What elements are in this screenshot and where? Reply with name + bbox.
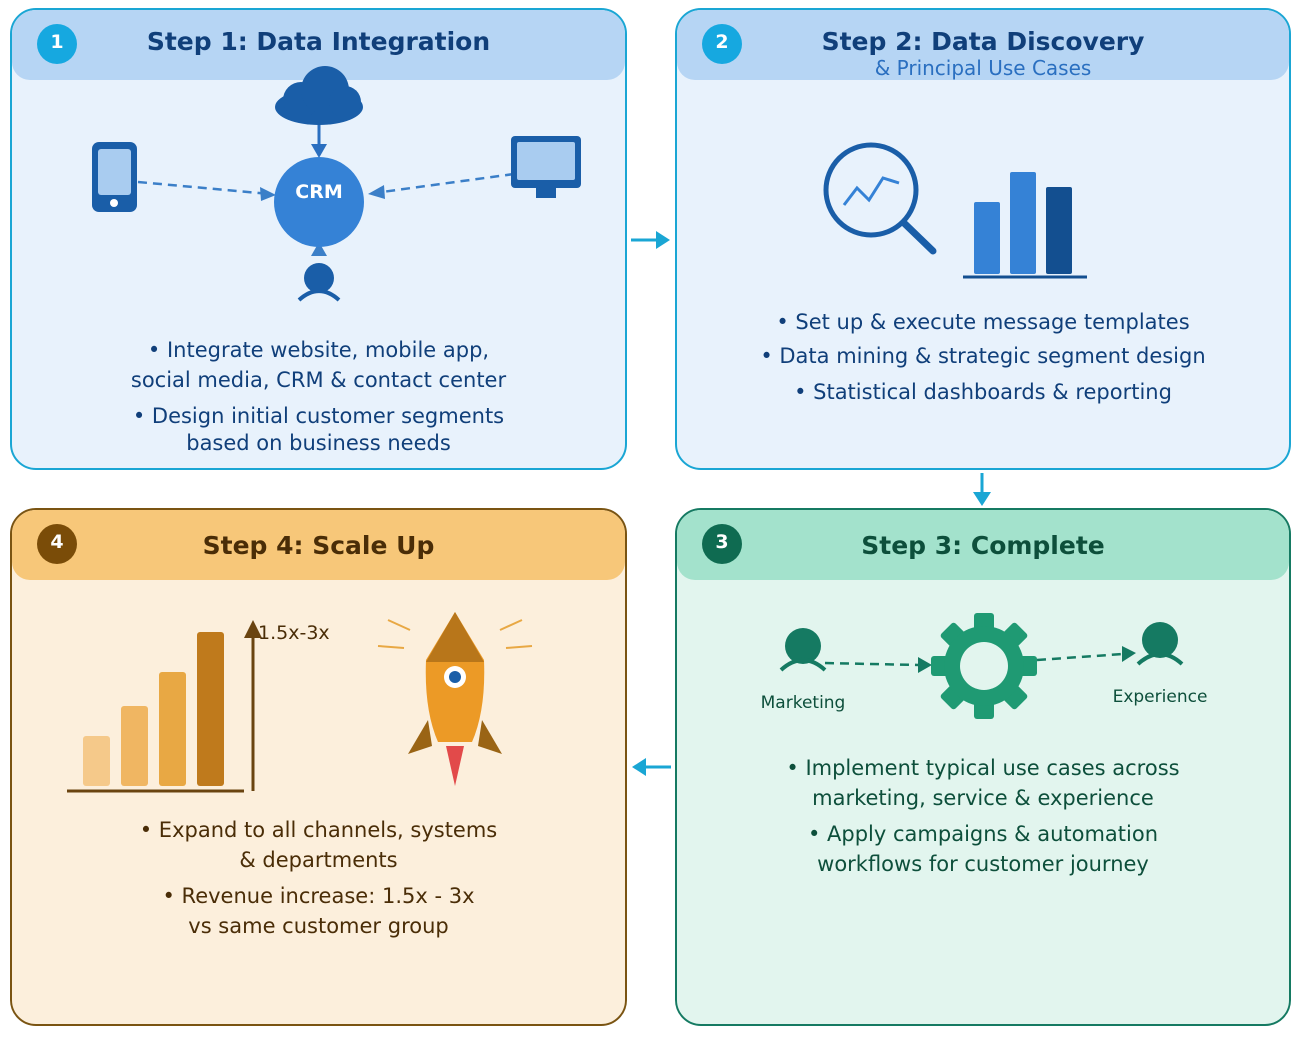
step-2-illustration (823, 142, 1087, 279)
step-2-bullet-2: • Data mining & strategic segment design (760, 344, 1206, 368)
growth-bar-chart-icon (67, 620, 262, 793)
step-3-bullet-1-line-2: marketing, service & experience (812, 786, 1154, 810)
step-4-bullet-1-line-1: • Expand to all channels, systems (139, 818, 498, 842)
bar-chart-icon (963, 172, 1087, 279)
gear-icon (931, 613, 1037, 719)
person-icon (779, 628, 827, 672)
step-1-description: • Integrate website, mobile app, social … (12, 335, 625, 458)
step-2-badge: 2 (702, 24, 742, 64)
experience-label: Experience (1112, 687, 1208, 707)
step-4-description: • Expand to all channels, systems & depa… (12, 815, 625, 941)
step-4-badge: 4 (37, 524, 77, 564)
step-3-title: Step 3: Complete (861, 531, 1105, 560)
step-1-bullet-1-line-2: social media, CRM & contact center (130, 368, 507, 392)
person-icon (297, 263, 341, 302)
step-4-bullet-2-line-2: vs same customer group (188, 914, 449, 938)
magnifier-chart-icon (823, 142, 937, 255)
marketing-label: Marketing (760, 693, 846, 713)
step-1-badge: 1 (37, 24, 77, 64)
flow-arrow-step-2-to-3 (973, 473, 991, 506)
mobile-phone-icon (92, 142, 137, 212)
step-2-bullet-1: • Set up & execute message templates (776, 310, 1190, 334)
crm-hub-label: CRM (295, 181, 343, 203)
step-4-illustration (67, 612, 533, 793)
step-2-bullet-3: • Statistical dashboards & reporting (794, 380, 1172, 404)
step-2-description: • Set up & execute message templates • D… (677, 307, 1289, 407)
step-2-subtitle: & Principal Use Cases (874, 56, 1092, 80)
step-2-title: Step 2: Data Discovery (821, 27, 1145, 56)
step-3-illustration (779, 613, 1184, 719)
step-3-panel: 3 Step 3: Complete Marketing Experience … (675, 508, 1291, 1026)
step-1-illustration (92, 66, 581, 302)
growth-multiplier-label: 1.5x-3x (258, 622, 330, 644)
step-4-bullet-1-line-2: & departments (239, 848, 398, 872)
step-4-title: Step 4: Scale Up (202, 531, 435, 560)
cloud-icon (275, 66, 363, 125)
step-4-panel: 4 Step 4: Scale Up 1.5x-3x • Exp (10, 508, 627, 1026)
step-1-bullet-2-line-2: based on business needs (186, 431, 451, 455)
rocket-icon (377, 612, 533, 786)
step-1-bullet-1-line-1: • Integrate website, mobile app, (147, 338, 490, 362)
step-4-header: 4 Step 4: Scale Up (12, 510, 625, 580)
step-3-header: 3 Step 3: Complete (677, 510, 1289, 580)
step-3-bullet-2-line-1: • Apply campaigns & automation (807, 822, 1159, 846)
monitor-icon (511, 136, 581, 198)
step-2-header: 2 Step 2: Data Discovery & Principal Use… (677, 10, 1289, 80)
step-3-bullet-1-line-1: • Implement typical use cases across (786, 756, 1180, 780)
step-2-panel: 2 Step 2: Data Discovery & Principal Use… (675, 8, 1291, 470)
person-icon (1136, 622, 1184, 666)
crm-hub-icon (274, 157, 364, 247)
flow-arrow-step-3-to-4 (632, 758, 671, 776)
flow-arrow-step-1-to-2 (631, 231, 670, 249)
step-1-panel: 1 Step 1: Data Integration (10, 8, 627, 470)
step-4-bullet-2-line-1: • Revenue increase: 1.5x - 3x (162, 884, 475, 908)
step-3-bullet-2-line-2: workflows for customer journey (817, 852, 1149, 876)
step-1-title: Step 1: Data Integration (146, 27, 491, 56)
step-3-description: • Implement typical use cases across mar… (677, 753, 1289, 879)
step-1-bullet-2-line-1: • Design initial customer segments (132, 404, 505, 428)
step-3-badge: 3 (702, 524, 742, 564)
